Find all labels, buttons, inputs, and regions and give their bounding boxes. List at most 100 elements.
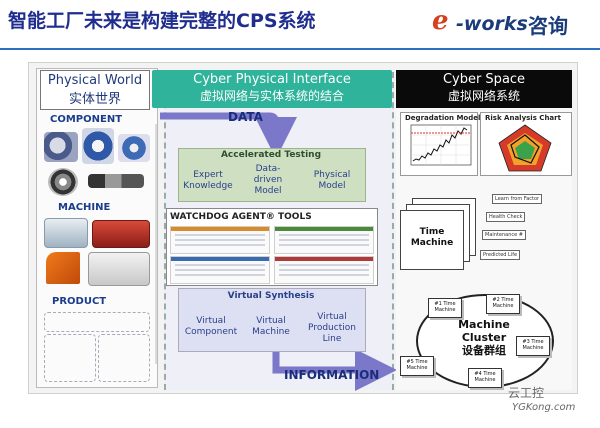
cyber-space-header: Cyber Space 虚拟网络系统 xyxy=(396,70,572,108)
watermark-cn: 云工控 xyxy=(508,386,545,400)
virtual-production-l1: Virtual xyxy=(317,312,347,322)
machine-label: MACHINE xyxy=(58,202,111,213)
virtual-synthesis-title: Virtual Synthesis xyxy=(227,291,315,301)
cnc-machine-icon xyxy=(44,218,88,248)
expert-knowledge-l1: Expert xyxy=(193,170,223,180)
expert-knowledge-l2: Knowledge xyxy=(183,181,233,191)
degradation-plot xyxy=(410,124,472,166)
physical-world-title-en: Physical World xyxy=(47,73,143,88)
data-arrow xyxy=(160,112,297,159)
data-driven-model: Data- driven Model xyxy=(240,164,296,197)
cluster-l2: Cluster xyxy=(461,331,507,344)
header-divider xyxy=(0,48,600,50)
information-arrow xyxy=(272,349,397,391)
spindle-icon xyxy=(88,174,144,188)
virtual-production-l3: Line xyxy=(322,334,342,344)
node4-l1: #4 Time xyxy=(474,371,496,377)
component-label: COMPONENT xyxy=(50,114,123,125)
physical-model: Physical Model xyxy=(304,170,360,192)
physical-model-l2: Model xyxy=(318,181,346,191)
tag-health-check: Health Check xyxy=(486,212,526,222)
node3-l2: Machine xyxy=(522,345,544,351)
node1-l1: #1 Time xyxy=(434,301,456,307)
virtual-production-line: Virtual Production Line xyxy=(302,312,362,345)
tag-maintenance: Maintenance # xyxy=(482,230,526,240)
physical-model-l1: Physical xyxy=(313,170,351,180)
node1-l2: Machine xyxy=(434,307,456,313)
node4-l2: Machine xyxy=(474,377,496,383)
machine-images xyxy=(42,216,154,286)
virtual-component: Virtual Component xyxy=(182,316,240,338)
watchdog-title: WATCHDOG AGENT® TOOLS xyxy=(170,212,312,222)
product-sketch-1 xyxy=(44,312,150,332)
expert-knowledge: Expert Knowledge xyxy=(180,170,236,192)
product-images xyxy=(42,310,154,384)
interface-title-cn: 虚拟网络与实体系统的结合 xyxy=(199,89,344,103)
node2-l1: #2 Time xyxy=(492,297,514,303)
product-sketch-2 xyxy=(44,334,96,382)
tag-predicted-life: Predicted Life xyxy=(480,250,521,260)
slide-title: 智能工厂未来是构建完整的CPS系统 xyxy=(8,10,316,32)
node5-l1: #5 Time xyxy=(406,359,428,365)
cyber-space-title-cn: 虚拟网络系统 xyxy=(447,89,520,103)
press-machine-icon xyxy=(92,220,150,248)
lathe-icon xyxy=(88,252,150,286)
time-machine-card: Time Machine xyxy=(400,210,464,270)
machine-cluster-label: Machine Cluster 设备群组 xyxy=(452,318,516,357)
motor-icon xyxy=(44,132,78,162)
data-driven-l2: driven xyxy=(253,175,283,185)
interface-header: Cyber Physical Interface 虚拟网络与实体系统的结合 xyxy=(152,70,392,108)
accelerated-testing-box xyxy=(178,148,366,202)
cluster-l3: 设备群组 xyxy=(462,344,506,357)
logo-e: e xyxy=(432,6,449,36)
eworks-logo: e -works 咨询 xyxy=(430,6,590,40)
degradation-model-chart: Degradation Model xyxy=(400,112,481,176)
node3-l1: #3 Time xyxy=(522,339,544,345)
data-driven-l1: Data- xyxy=(255,164,281,174)
physical-world-header: Physical World 实体世界 xyxy=(40,70,150,110)
data-label: DATA xyxy=(228,110,263,124)
degradation-model-title: Degradation Model xyxy=(405,114,481,122)
virtual-component-l2: Component xyxy=(184,327,238,337)
node5-l2: Machine xyxy=(406,365,428,371)
logo-works: -works xyxy=(456,13,528,35)
virtual-synthesis-box xyxy=(178,288,366,352)
physical-world-title-cn: 实体世界 xyxy=(68,92,121,107)
virtual-production-l2: Production xyxy=(308,323,356,333)
component-images-2 xyxy=(42,166,154,198)
watchdog-panel-1 xyxy=(170,226,270,254)
watermark-url: YGKong.com xyxy=(512,402,576,413)
virtual-component-l1: Virtual xyxy=(196,316,226,326)
pump-icon xyxy=(118,134,150,162)
risk-analysis-title: Risk Analysis Chart xyxy=(485,114,561,122)
product-label: PRODUCT xyxy=(52,296,107,307)
cyber-space-title-en: Cyber Space xyxy=(442,72,526,87)
information-label: INFORMATION xyxy=(284,368,380,382)
virtual-machine-l2: Machine xyxy=(252,327,290,337)
product-sketch-3 xyxy=(98,334,150,382)
risk-analysis-chart: Risk Analysis Chart xyxy=(480,112,572,176)
component-images xyxy=(42,128,154,168)
accelerated-testing-title: Accelerated Testing xyxy=(220,150,322,160)
radar-plot xyxy=(498,124,552,172)
watchdog-panel-2 xyxy=(274,226,374,254)
watchdog-panel-4 xyxy=(274,256,374,284)
interface-title-en: Cyber Physical Interface xyxy=(193,72,351,87)
logo-consulting: 咨询 xyxy=(528,14,568,38)
gearbox-icon xyxy=(82,128,114,164)
node2-l2: Machine xyxy=(492,303,514,309)
time-machine-l1: Time xyxy=(419,227,445,237)
tag-learn-from-factor: Learn from Factor xyxy=(492,194,543,204)
time-machine-l2: Machine xyxy=(410,238,454,248)
virtual-machine-l1: Virtual xyxy=(256,316,286,326)
data-driven-l3: Model xyxy=(254,186,282,196)
robot-arm-icon xyxy=(46,252,80,284)
virtual-machine: Virtual Machine xyxy=(242,316,300,338)
watchdog-panel-3 xyxy=(170,256,270,284)
bearing-icon xyxy=(48,168,78,196)
